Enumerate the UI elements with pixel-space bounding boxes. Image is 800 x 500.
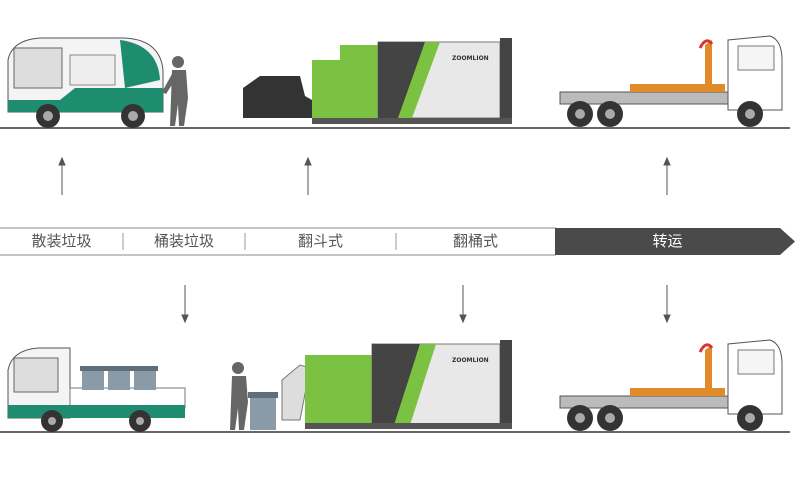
worker-figure: [162, 56, 188, 126]
stage-bin-waste: 桶装垃圾: [153, 232, 214, 250]
logo-text: ZOOMLION: [452, 357, 489, 364]
hook-lift-truck: [559, 339, 783, 431]
arrow-up-icon: [663, 156, 671, 195]
transfer-arrow-band: [555, 228, 795, 255]
compactor-station-tipper: ZOOMLION: [243, 38, 512, 124]
arrow-up-icon: [304, 156, 312, 195]
worker-figure: [230, 362, 248, 430]
electric-collection-vehicle: [7, 37, 164, 128]
bin-transport-vehicle: [7, 347, 186, 432]
compactor-station-bin-tipper: ZOOMLION: [281, 340, 512, 429]
stage-tipping-bucket: 翻斗式: [297, 232, 343, 250]
stage-transfer: 转运: [652, 232, 683, 250]
arrow-down-icon: [181, 285, 189, 324]
stage-bulk-waste: 散装垃圾: [31, 232, 92, 250]
logo-text: ZOOMLION: [452, 55, 489, 62]
arrow-up-icon: [58, 156, 66, 195]
arrow-down-icon: [459, 285, 467, 324]
stage-bin-tipping: 翻桶式: [452, 232, 498, 250]
arrow-down-icon: [663, 285, 671, 324]
hook-lift-truck: [559, 35, 783, 127]
waste-bin: [248, 392, 278, 430]
